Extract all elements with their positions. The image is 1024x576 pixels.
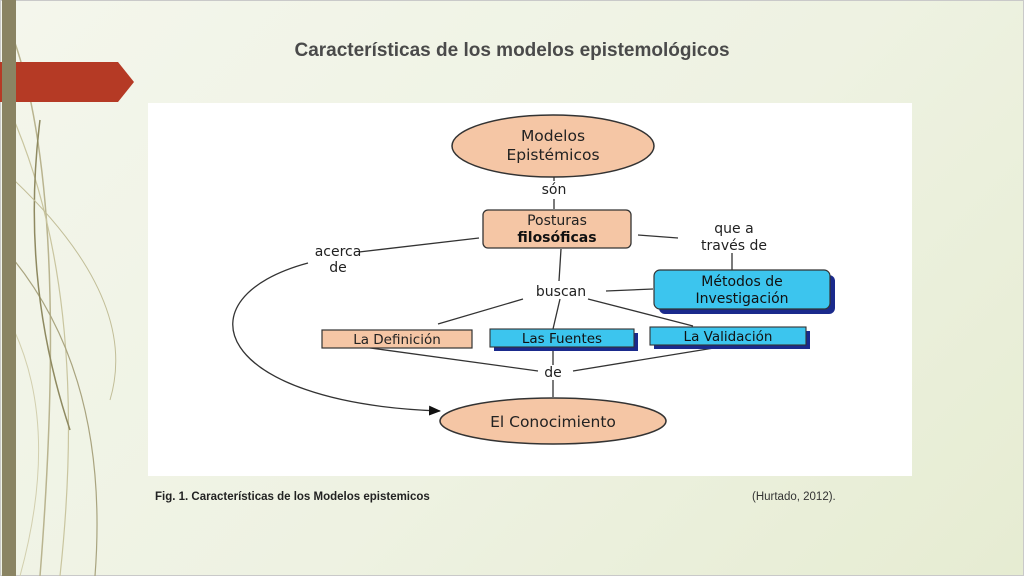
side-bar [2, 0, 16, 576]
node-validacion-label: La Validación [684, 329, 773, 345]
slide-title: Características de los modelos epistemol… [0, 40, 1024, 62]
link-label-que-line2: través de [701, 238, 767, 254]
diagram-panel: Modelos Epistémicos són Posturas filosóf… [148, 103, 912, 476]
figure-citation: (Hurtado, 2012). [752, 491, 836, 503]
node-modelos-line1: Modelos [521, 127, 585, 145]
node-fuentes-label: Las Fuentes [522, 331, 602, 347]
node-definicion-label: La Definición [353, 332, 441, 348]
node-posturas-line2: filosóficas [517, 230, 596, 246]
link-label-son: són [542, 182, 567, 198]
concept-map: Modelos Epistémicos són Posturas filosóf… [148, 103, 912, 476]
link-label-de: de [544, 365, 562, 381]
figure-caption: Fig. 1. Características de los Modelos e… [155, 491, 430, 503]
link-label-acerca-line2: de [329, 260, 347, 276]
link-label-que-line1: que a [714, 221, 753, 237]
accent-arrow-tab [0, 62, 134, 102]
node-posturas-line1: Posturas [527, 213, 587, 229]
node-modelos-line2: Epistémicos [506, 146, 599, 164]
node-conocimiento-label: El Conocimiento [490, 413, 616, 431]
node-metodos-line1: Métodos de [701, 274, 782, 290]
link-label-buscan: buscan [536, 284, 586, 300]
node-metodos-line2: Investigación [695, 291, 788, 307]
decorative-curves [0, 0, 134, 576]
link-label-acerca-line1: acerca [315, 244, 362, 260]
